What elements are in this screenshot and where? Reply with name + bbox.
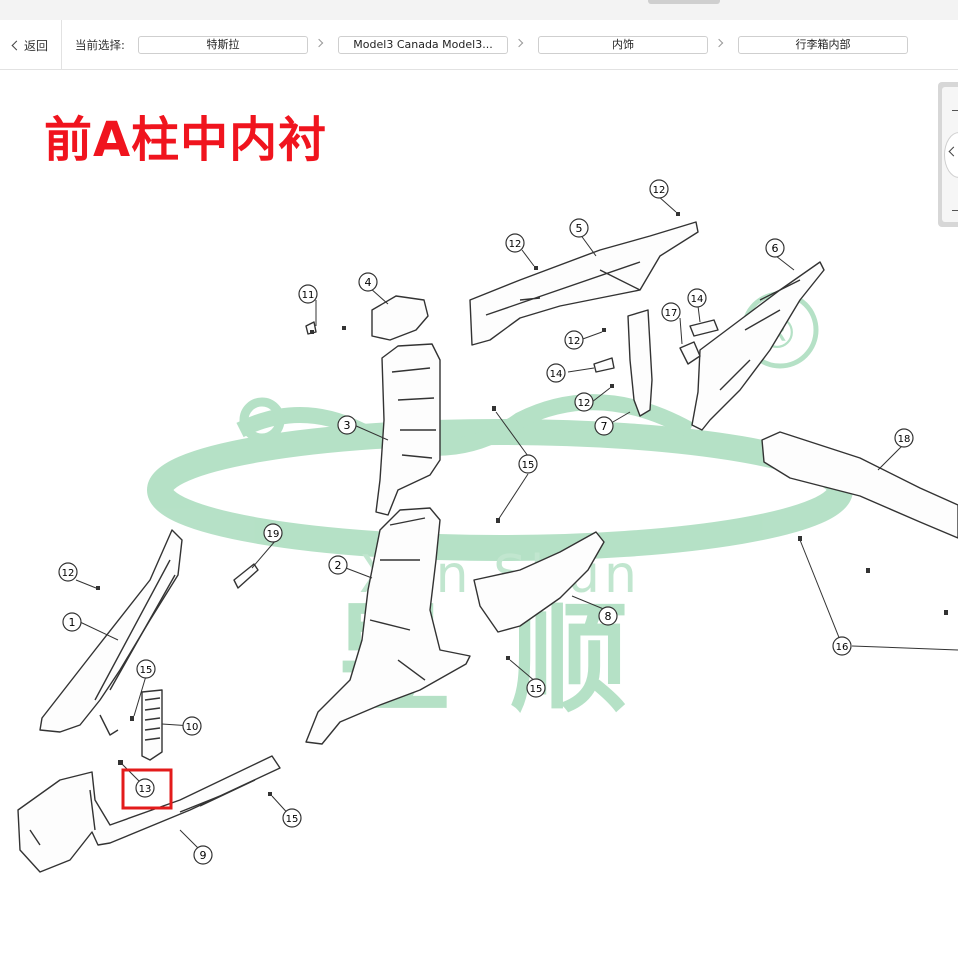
svg-text:6: 6 [772,242,779,255]
callout-5[interactable]: 5 [569,218,589,238]
part-10-detail [144,697,161,741]
part-9-detail [29,779,256,846]
callout-15[interactable]: 15 [526,678,546,698]
zoom-out-icon[interactable] [952,210,958,211]
svg-text:17: 17 [665,308,678,319]
toolbar: 返回 当前选择: 特斯拉 Model3 Canada Model3... 内饰 … [0,20,958,70]
svg-text:12: 12 [62,568,75,579]
part-6-detail [719,279,801,391]
crumb-brand[interactable]: 特斯拉 [138,36,308,54]
svg-text:12: 12 [568,336,581,347]
svg-text:18: 18 [898,434,911,445]
callout-3[interactable]: 3 [337,415,357,435]
callout-2[interactable]: 2 [328,555,348,575]
callout-4[interactable]: 4 [358,272,378,292]
svg-text:14: 14 [550,369,563,380]
window-top-strip [0,0,958,20]
chevron-right-icon [514,38,524,48]
callout-1[interactable]: 1 [62,612,82,632]
callout-14[interactable]: 14 [687,288,707,308]
callout-7[interactable]: 7 [594,416,614,436]
part-5-detail [485,261,641,316]
svg-text:5: 5 [576,222,583,235]
svg-text:14: 14 [691,294,704,305]
part-19-shape [233,563,259,589]
chevron-right-icon [314,38,324,48]
svg-text:9: 9 [200,849,207,862]
svg-text:16: 16 [836,642,849,653]
callout-9[interactable]: 9 [193,845,213,865]
part-18-shape [761,431,958,539]
svg-text:10: 10 [186,722,199,733]
part-5-shape [469,221,699,346]
part-1-shape [39,529,183,733]
callout-16[interactable]: 16 [832,636,852,656]
crumb-model[interactable]: Model3 Canada Model3... [338,36,508,54]
callout-6[interactable]: 6 [765,238,785,258]
svg-text:3: 3 [344,419,351,432]
svg-text:2: 2 [335,559,342,572]
back-label: 返回 [23,38,48,53]
svg-text:13: 13 [139,784,152,795]
part-2-shape [305,507,471,745]
svg-text:8: 8 [605,610,612,623]
diagram-title: 前A柱中内衬 [44,112,328,168]
window-drag-handle[interactable] [648,0,720,4]
callout-12[interactable]: 12 [649,179,669,199]
crumb-subcategory[interactable]: 行李箱内部 [738,36,908,54]
svg-text:15: 15 [286,814,299,825]
callout-11[interactable]: 11 [298,284,318,304]
svg-text:11: 11 [302,290,315,301]
callout-15[interactable]: 15 [136,659,156,679]
callout-14[interactable]: 14 [546,363,566,383]
callout-10[interactable]: 10 [182,716,202,736]
chevron-left-icon [11,40,22,51]
callout-18[interactable]: 18 [894,428,914,448]
side-panel-toggle[interactable] [938,82,958,227]
callout-12[interactable]: 12 [505,233,525,253]
part-1-detail [94,559,176,736]
part-17-shape [679,341,701,365]
callout-12[interactable]: 12 [58,562,78,582]
part-14b-shape [593,357,615,373]
zoom-in-icon[interactable] [952,110,958,111]
callout-15[interactable]: 15 [282,808,302,828]
fastener-clips [96,212,948,796]
svg-text:15: 15 [530,684,543,695]
callout-13-highlight [121,768,173,810]
svg-text:12: 12 [578,398,591,409]
callout-12[interactable]: 12 [564,330,584,350]
part-7-shape [627,309,653,417]
svg-text:1: 1 [69,616,76,629]
callout-12[interactable]: 12 [574,392,594,412]
callout-15[interactable]: 15 [518,454,538,474]
chevron-right-icon [714,38,724,48]
parts-diagram: ® Xun Shun 昱顺 [17,179,958,873]
part-10-shape [141,689,163,761]
svg-text:4: 4 [365,276,372,289]
crumb-category[interactable]: 内饰 [538,36,708,54]
callout-17[interactable]: 17 [661,302,681,322]
leader-lines [75,195,958,855]
callout-8[interactable]: 8 [598,606,618,626]
part-8-shape [473,531,605,633]
part-4-shape [371,295,429,341]
svg-text:15: 15 [140,665,153,676]
callout-19[interactable]: 19 [263,523,283,543]
svg-text:12: 12 [509,239,522,250]
current-selection-label: 当前选择: [75,38,125,52]
part-6-shape [691,261,825,431]
callout-13[interactable]: 13 [135,778,155,798]
svg-text:12: 12 [653,185,666,196]
part-14-shape [689,319,719,337]
part-2-detail [369,517,426,681]
part-3-detail [391,367,436,459]
part-9-shape [17,755,281,873]
svg-text:15: 15 [522,460,535,471]
svg-text:19: 19 [267,529,280,540]
svg-text:7: 7 [601,420,608,433]
back-button[interactable]: 返回 [0,20,62,70]
